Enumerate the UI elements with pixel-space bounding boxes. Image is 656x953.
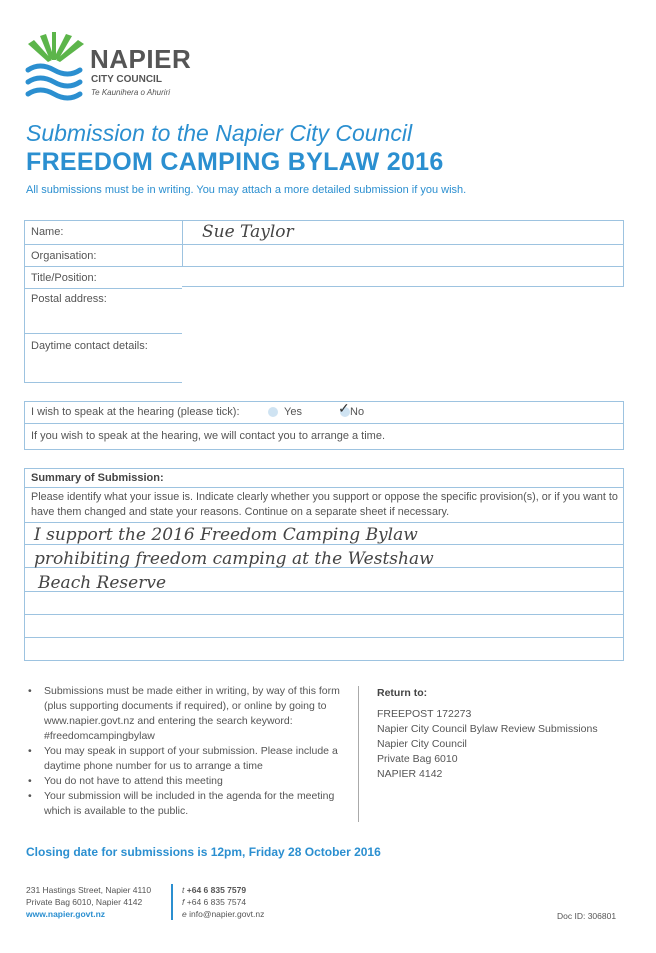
organisation-label: Organisation: <box>31 250 97 262</box>
fax-prefix: f <box>182 897 185 907</box>
return-line: NAPIER 4142 <box>377 768 443 780</box>
footer-address-line: Private Bag 6010, Napier 4142 <box>26 897 143 907</box>
logo-maori: Te Kaunihera o Ahuriri <box>91 88 171 97</box>
hearing-question: I wish to speak at the hearing (please t… <box>31 406 240 418</box>
summary-text-line3[interactable]: Beach Reserve <box>38 573 166 593</box>
return-heading: Return to: <box>377 687 428 699</box>
summary-instructions: Please identify what your issue is. Indi… <box>31 491 618 518</box>
return-line: Private Bag 6010 <box>377 753 458 765</box>
no-label: No <box>350 406 365 418</box>
daytime-contact-label: Daytime contact details: <box>31 340 148 352</box>
yes-checkbox[interactable] <box>268 407 278 417</box>
council-logo: NAPIER CITY COUNCIL Te Kaunihera o Ahuri… <box>24 30 224 110</box>
hearing-note: If you wish to speak at the hearing, we … <box>31 430 386 442</box>
footer-phone: +64 6 835 7579 <box>186 885 247 895</box>
list-item: You may speak in support of your submiss… <box>26 744 344 774</box>
summary-text-line1[interactable]: I support the 2016 Freedom Camping Bylaw <box>34 525 418 545</box>
tick-mark-icon: ✓ <box>338 400 350 416</box>
page-subtitle: All submissions must be in writing. You … <box>26 184 467 196</box>
footer-email[interactable]: info@napier.govt.nz <box>189 909 265 919</box>
list-item: You do not have to attend this meeting <box>26 774 344 789</box>
return-to: Return to: FREEPOST 172273 Napier City C… <box>377 686 598 782</box>
page-title-line2: FREEDOM CAMPING BYLAW 2016 <box>26 148 444 176</box>
footer-divider <box>171 884 173 920</box>
name-label: Name: <box>31 226 64 238</box>
doc-id: Doc ID: 306801 <box>557 911 617 921</box>
no-checkbox[interactable] <box>340 407 350 417</box>
footer-address-line: 231 Hastings Street, Napier 4110 <box>26 885 152 895</box>
yes-label: Yes <box>284 406 302 418</box>
summary-text-line2[interactable]: prohibiting freedom camping at the Wests… <box>34 549 434 569</box>
logo-council: CITY COUNCIL <box>91 74 162 85</box>
summary-heading: Summary of Submission: <box>31 472 164 484</box>
name-field[interactable]: Sue Taylor <box>202 222 294 242</box>
logo-name: NAPIER <box>90 44 192 74</box>
column-divider <box>358 686 359 822</box>
return-line: Napier City Council <box>377 738 467 750</box>
phone-prefix: t <box>182 885 185 895</box>
title-position-label: Title/Position: <box>31 272 97 284</box>
footer-address: 231 Hastings Street, Napier 4110 Private… <box>26 884 151 920</box>
list-item: Submissions must be made either in writi… <box>26 684 344 744</box>
list-item: Your submission will be included in the … <box>26 789 344 819</box>
footer-web-link[interactable]: www.napier.govt.nz <box>26 909 106 919</box>
closing-date: Closing date for submissions is 12pm, Fr… <box>26 845 381 859</box>
page-title-line1: Submission to the Napier City Council <box>26 120 413 146</box>
footer-fax: +64 6 835 7574 <box>186 897 247 907</box>
email-prefix: e <box>182 909 187 919</box>
footer-contact: t +64 6 835 7579 f +64 6 835 7574 e info… <box>182 884 264 920</box>
postal-address-label: Postal address: <box>31 293 107 305</box>
return-line: FREEPOST 172273 <box>377 708 472 720</box>
return-line: Napier City Council Bylaw Review Submiss… <box>377 723 598 735</box>
notes-list: Submissions must be made either in writi… <box>26 684 344 819</box>
logo-mark-icon <box>25 32 84 101</box>
